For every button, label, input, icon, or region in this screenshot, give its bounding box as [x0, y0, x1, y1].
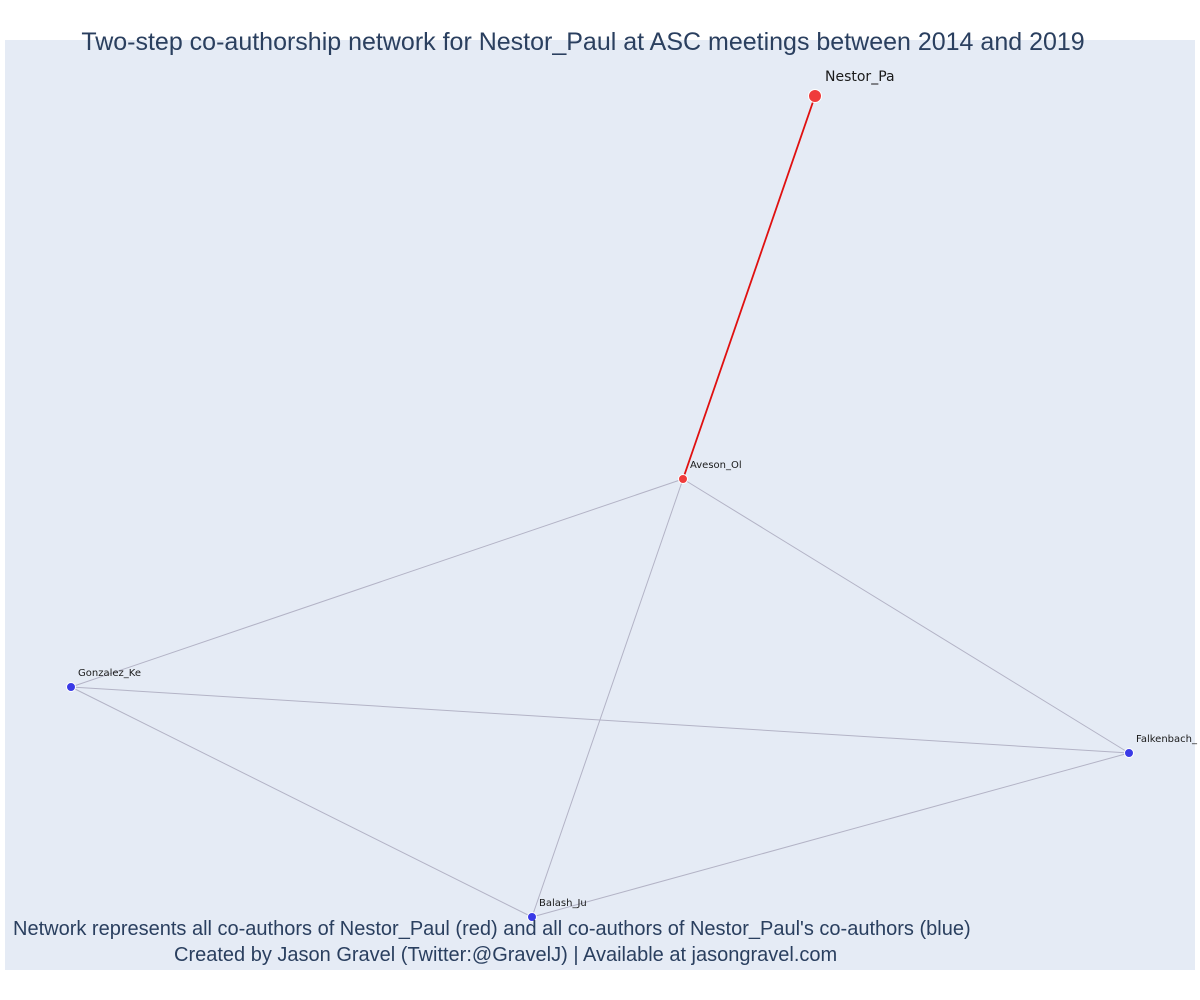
node-marker-falkenbach[interactable] [1124, 748, 1134, 758]
node-label-gonzalez: Gonzalez_Ke [78, 668, 141, 679]
node-marker-nestor[interactable] [808, 89, 822, 103]
node-falkenbach[interactable]: Falkenbach_ [1124, 734, 1198, 758]
edge-aveson-gonzalez [70, 478, 684, 688]
node-gonzalez[interactable]: Gonzalez_Ke [66, 668, 141, 692]
edge-nestor-aveson [682, 95, 816, 480]
plot-area [5, 40, 1195, 970]
edges-layer [70, 95, 1130, 918]
node-label-aveson: Aveson_Ol [690, 460, 742, 471]
caption-line-1: Network represents all co-authors of Nes… [13, 918, 971, 940]
chart-title: Two-step co-authorship network for Nesto… [81, 28, 1085, 56]
node-label-falkenbach: Falkenbach_ [1136, 734, 1198, 745]
edge-aveson-falkenbach [682, 478, 1130, 754]
caption-line-2: Created by Jason Gravel (Twitter:@Gravel… [174, 944, 838, 966]
edge-balash-falkenbach [531, 752, 1130, 918]
node-aveson[interactable]: Aveson_Ol [678, 460, 742, 484]
node-marker-aveson[interactable] [678, 474, 688, 484]
node-nestor[interactable]: Nestor_Pa [808, 69, 895, 103]
nodes-layer: Nestor_PaAveson_OlGonzalez_KeFalkenbach_… [66, 69, 1198, 922]
node-marker-balash[interactable] [527, 912, 537, 922]
edge-aveson-balash [531, 478, 684, 918]
node-label-balash: Balash_Ju [539, 898, 587, 909]
edge-gonzalez-falkenbach [70, 686, 1130, 754]
node-label-nestor: Nestor_Pa [825, 69, 895, 85]
node-marker-gonzalez[interactable] [66, 682, 76, 692]
node-balash[interactable]: Balash_Ju [527, 898, 587, 922]
edge-gonzalez-balash [70, 686, 533, 918]
